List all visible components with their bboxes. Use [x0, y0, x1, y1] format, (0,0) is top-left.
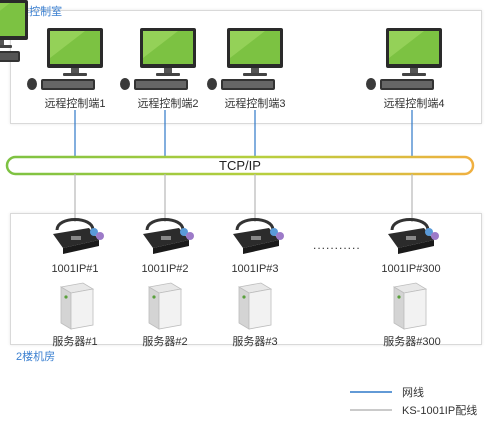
console-1-label: 远程控制端1 [44, 98, 106, 110]
console-4-icon [366, 28, 442, 90]
network-label: TCP/IP [219, 158, 261, 173]
server-room-title: 2楼机房 [16, 351, 56, 363]
server-2-icon [147, 282, 183, 330]
console-2-icon [120, 28, 196, 90]
legend-network-label: 网线 [402, 387, 424, 399]
kvm-module-1-icon [53, 218, 104, 254]
kvm-module-4-icon [388, 218, 439, 254]
kvm-module-3-label: 1001IP#3 [231, 263, 279, 275]
console-2-label: 远程控制端2 [137, 98, 199, 110]
server-3-icon [237, 282, 273, 330]
kvm-module-1-label: 1001IP#1 [51, 263, 99, 275]
server-1-icon [59, 282, 95, 330]
ellipsis: ........... [313, 238, 361, 252]
legend-kvm-cable-label: KS-1001IP配线 [402, 405, 478, 417]
console-3-icon [207, 28, 283, 90]
kvm-module-2-label: 1001IP#2 [141, 263, 189, 275]
server-2-label: 服务器#2 [142, 336, 188, 348]
console-1-icon [27, 28, 103, 90]
server-3-label: 服务器#3 [232, 336, 278, 348]
console-4-label: 远程控制端4 [383, 98, 445, 110]
console-3-label: 远程控制端3 [224, 98, 286, 110]
kvm-module-4-label: 1001IP#300 [381, 263, 441, 275]
server-4-icon [392, 282, 428, 330]
kvm-module-3-icon [233, 218, 284, 254]
server-4-label: 服务器#300 [383, 336, 441, 348]
kvm-module-2-icon [143, 218, 194, 254]
server-1-label: 服务器#1 [52, 336, 98, 348]
tcp-ip-bus [5, 155, 475, 176]
